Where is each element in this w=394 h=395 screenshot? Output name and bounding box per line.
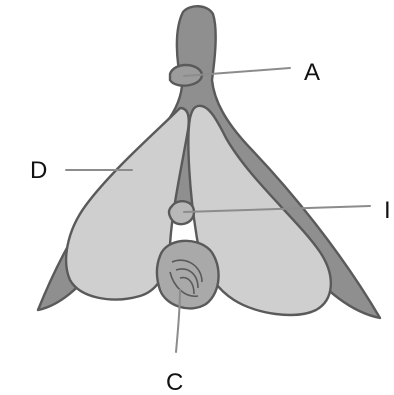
label-c: C: [166, 369, 183, 395]
label-b: I: [384, 197, 391, 224]
label-d: D: [30, 157, 47, 184]
rounded-structure: [157, 241, 219, 309]
label-a: A: [304, 59, 320, 86]
